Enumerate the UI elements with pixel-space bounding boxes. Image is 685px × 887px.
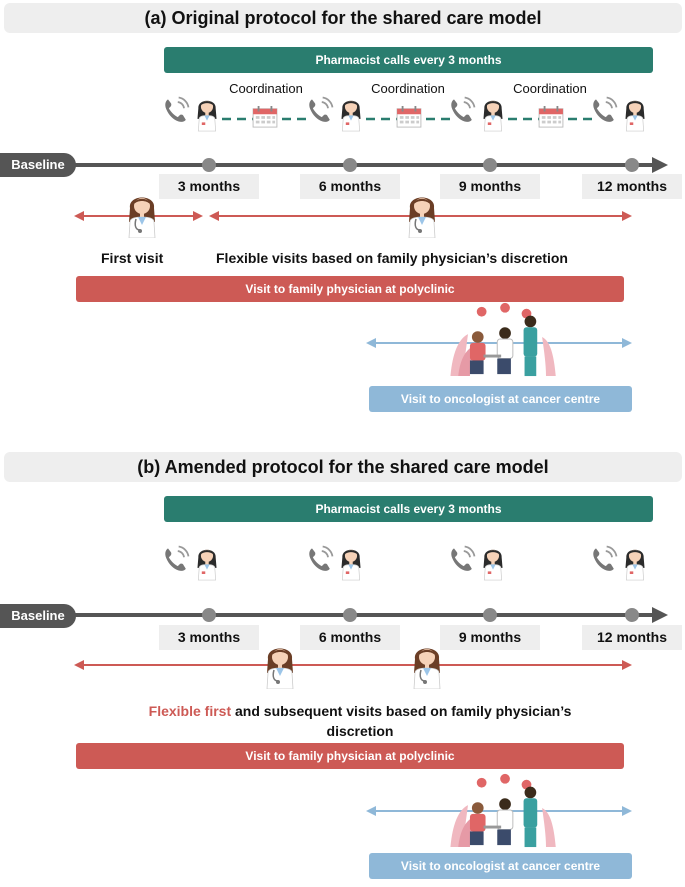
oncology-consultation-illustration xyxy=(449,302,557,377)
timeline-node xyxy=(343,158,357,172)
month-label-6: 6 months xyxy=(300,625,400,650)
timeline-node xyxy=(625,158,639,172)
phone-icon xyxy=(308,545,334,572)
oncologist-label: Visit to oncologist at cancer centre xyxy=(400,392,601,406)
month-label-12: 12 months xyxy=(582,625,682,650)
phone-icon xyxy=(164,545,190,572)
coordination-label: Coordination xyxy=(513,81,587,96)
arrow-right-head xyxy=(622,338,632,348)
arrow-left-head xyxy=(366,338,376,348)
family-physician-icon xyxy=(266,647,294,689)
panel-a-graphics xyxy=(70,96,668,377)
arrow-right-head xyxy=(622,211,632,221)
month-label-3: 3 months xyxy=(159,625,259,650)
timeline-node xyxy=(343,608,357,622)
arrow-left-head xyxy=(74,211,84,221)
timeline-node xyxy=(483,158,497,172)
phone-icon xyxy=(308,96,334,123)
family-physician-icon xyxy=(413,647,441,689)
phone-icon xyxy=(592,545,618,572)
pharmacist-icon xyxy=(341,549,361,581)
family-physician-label: Visit to family physician at polyclinic xyxy=(245,749,455,763)
phone-icon xyxy=(450,96,476,123)
family-physician-bar: Visit to family physician at polyclinic xyxy=(76,276,624,302)
panel-b-graphics xyxy=(70,545,668,848)
baseline-label: Baseline xyxy=(0,153,76,177)
calendar-icon xyxy=(538,106,564,128)
calendar-icon xyxy=(396,106,422,128)
pharmacist-icon xyxy=(483,100,503,132)
family-physician-label: Visit to family physician at polyclinic xyxy=(245,282,455,296)
phone-icon xyxy=(164,96,190,123)
oncologist-bar: Visit to oncologist at cancer centre xyxy=(369,386,632,412)
pharmacist-icon xyxy=(197,100,217,132)
pharmacist-calls-label: Pharmacist calls every 3 months xyxy=(315,502,502,516)
panel-b-title: (b) Amended protocol for the shared care… xyxy=(137,457,549,477)
arrow-left-head xyxy=(74,660,84,670)
timeline-node xyxy=(202,608,216,622)
flexible-first-highlight: Flexible first xyxy=(148,703,232,719)
arrow-left-head xyxy=(366,806,376,816)
pharmacist-icon xyxy=(341,100,361,132)
oncologist-label: Visit to oncologist at cancer centre xyxy=(400,859,601,873)
month-label-6: 6 months xyxy=(300,174,400,199)
pharmacist-calls-bar: Pharmacist calls every 3 months xyxy=(164,47,653,73)
timeline-arrowhead xyxy=(652,157,668,173)
flexible-visits-label: Flexible visits based on family physicia… xyxy=(216,250,568,266)
pharmacist-calls-label: Pharmacist calls every 3 months xyxy=(315,53,502,67)
panel-a-title: (a) Original protocol for the shared car… xyxy=(144,8,542,28)
arrow-right-head xyxy=(622,806,632,816)
oncologist-bar: Visit to oncologist at cancer centre xyxy=(369,853,632,879)
coordination-label: Coordination xyxy=(371,81,445,96)
arrow-right-head xyxy=(622,660,632,670)
first-visit-label: First visit xyxy=(101,250,164,266)
phone-icon xyxy=(592,96,618,123)
month-label-3: 3 months xyxy=(159,174,259,199)
coordination-label: Coordination xyxy=(229,81,303,96)
phone-icon xyxy=(450,545,476,572)
month-label-12: 12 months xyxy=(582,174,682,199)
panel-amended-protocol: (b) Amended protocol for the shared care… xyxy=(0,449,685,887)
timeline-node xyxy=(202,158,216,172)
family-physician-bar: Visit to family physician at polyclinic xyxy=(76,743,624,769)
timeline-node xyxy=(483,608,497,622)
pharmacist-icon xyxy=(483,549,503,581)
baseline-label: Baseline xyxy=(0,604,76,628)
calendar-icon xyxy=(252,106,278,128)
pharmacist-icon xyxy=(197,549,217,581)
panel-b-title-bar: (b) Amended protocol for the shared care… xyxy=(4,452,682,482)
timeline-arrowhead xyxy=(652,607,668,623)
amended-visits-description: Flexible first and subsequent visits bas… xyxy=(80,701,640,741)
arrow-left-head xyxy=(209,211,219,221)
family-physician-icon xyxy=(408,196,436,238)
subsequent-visits-text: and subsequent visits based on family ph… xyxy=(231,703,572,719)
pharmacist-icon xyxy=(625,549,645,581)
pharmacist-icon xyxy=(625,100,645,132)
arrow-right-head xyxy=(193,211,203,221)
discretion-text: discretion xyxy=(326,723,394,739)
month-label-9: 9 months xyxy=(440,625,540,650)
pharmacist-calls-bar: Pharmacist calls every 3 months xyxy=(164,496,653,522)
panel-a-title-bar: (a) Original protocol for the shared car… xyxy=(4,3,682,33)
month-label-9: 9 months xyxy=(440,174,540,199)
family-physician-icon xyxy=(128,196,156,238)
timeline-node xyxy=(625,608,639,622)
panel-original-protocol: (a) Original protocol for the shared car… xyxy=(0,0,685,438)
